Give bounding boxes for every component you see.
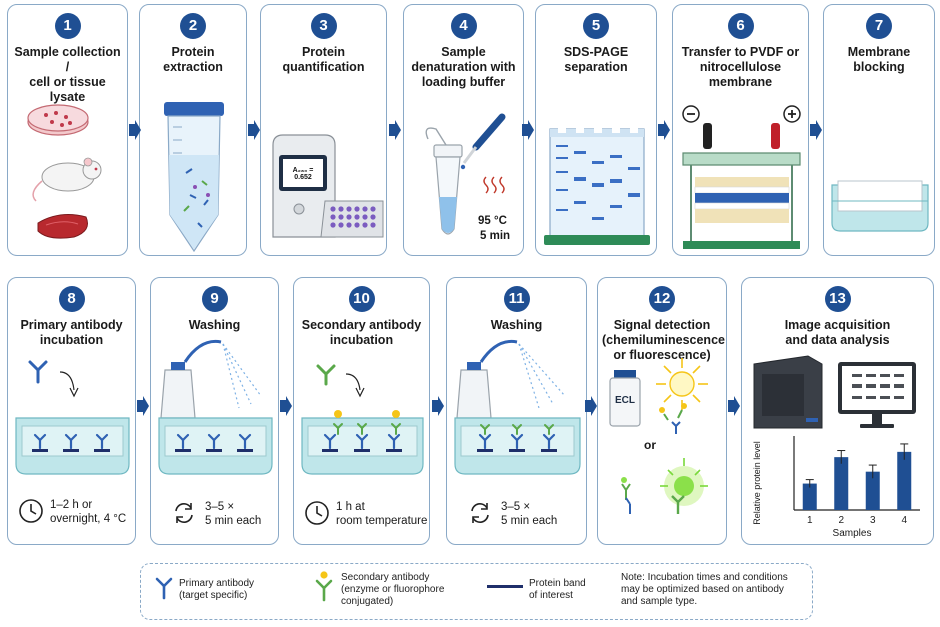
- chart-tick-label-3: 3: [870, 515, 876, 526]
- cycle-icon: [175, 503, 193, 523]
- chart-bar-2: [834, 457, 849, 510]
- chart-x-axis-label: Samples: [832, 528, 872, 539]
- step-number-1: 1: [54, 13, 81, 39]
- step-card-9: 9 Washing 3–5 × 5 min each: [150, 277, 279, 545]
- step-number-13: 13: [824, 286, 851, 312]
- arrow-5-6: [658, 120, 670, 140]
- step-number-12: 12: [649, 286, 675, 312]
- step-title-11: Washing: [490, 318, 543, 332]
- primary-incubation-illustration: [15, 360, 130, 475]
- imager-illustration: [753, 355, 916, 429]
- protein-band-icon: [487, 585, 523, 588]
- chart-bars: 1 2 3 4: [802, 443, 912, 526]
- clock-icon: [19, 499, 43, 523]
- secondary-incubation-illustration: [301, 364, 424, 475]
- chart-tick-label-4: 4: [901, 515, 907, 526]
- primary-antibody-icon: [155, 577, 173, 600]
- clock-icon: [305, 501, 329, 525]
- arrow-11-12: [585, 396, 597, 416]
- spectrophotometer-illustration: [272, 134, 384, 238]
- chart-bar-3: [865, 471, 880, 510]
- step-number-9: 9: [201, 286, 228, 312]
- arrow-4-5: [522, 120, 534, 140]
- chart-y-axis-label: Relative protein level: [752, 441, 762, 525]
- step-number-11: 11: [503, 286, 530, 312]
- washing-time-1: 3–5 × 5 min each: [171, 500, 261, 528]
- arrow-9-10: [280, 396, 292, 416]
- blocking-tray-illustration: [831, 180, 929, 232]
- step-card-11: 11 Washing 3–5 × 5 min each: [446, 277, 587, 545]
- absorbance-readout: A₂₈₀ = 0.652: [292, 167, 314, 181]
- gel-illustration: [544, 127, 650, 245]
- arrow-8-9: [137, 396, 149, 416]
- step-number-2: 2: [180, 13, 206, 39]
- washing-illustration-2: [454, 339, 581, 475]
- legend-secondary-antibody: Secondary antibody(enzyme or fluorophore…: [341, 572, 445, 607]
- step-title-1: Sample collection /cell or tissue lysate: [14, 45, 121, 104]
- arrow-12-13: [728, 396, 740, 416]
- washing-illustration-1: [158, 339, 273, 475]
- step-number-8: 8: [58, 286, 85, 312]
- step-title-9: Washing: [188, 318, 241, 332]
- sample-illustration: [27, 104, 102, 239]
- step-number-5: 5: [583, 13, 609, 39]
- step-card-1: 1 Sample collection /cell or tissue lysa…: [7, 4, 128, 256]
- protein-level-bar-chart: 1 2 3 4: [793, 436, 920, 526]
- chart-tick-label-1: 1: [807, 515, 813, 526]
- primary-incubation-time: 1–2 h or overnight, 4 °C: [18, 498, 126, 526]
- arrow-6-7: [810, 120, 822, 140]
- washing-time-2: 3–5 × 5 min each: [467, 500, 557, 528]
- chart-tick-label-2: 2: [838, 515, 844, 526]
- legend-primary-antibody: Primary antibody(target specific): [179, 578, 255, 601]
- transfer-apparatus-illustration: [682, 105, 801, 249]
- step-number-7: 7: [866, 13, 892, 39]
- secondary-antibody-icon: [315, 571, 333, 602]
- tube-illustration: [164, 102, 224, 253]
- pipette-tube-illustration: [425, 113, 506, 235]
- denaturation-time: 5 min: [480, 230, 511, 242]
- arrow-2-3: [248, 120, 260, 140]
- chart-bar-4: [897, 451, 912, 510]
- arrow-1-2: [129, 120, 141, 140]
- chart-bar-1: [802, 483, 817, 510]
- signal-detection-illustration: [609, 358, 708, 514]
- or-label: or: [644, 438, 656, 452]
- step-number-3: 3: [310, 13, 337, 39]
- step-number-10: 10: [348, 286, 375, 312]
- cycle-icon: [471, 503, 489, 523]
- legend-box: Primary antibody(target specific) Second…: [140, 563, 813, 620]
- arrow-10-11: [432, 396, 444, 416]
- arrow-3-4: [389, 120, 401, 140]
- ecl-bottle-label: ECL: [615, 395, 635, 406]
- secondary-incubation-time: 1 h at room temperature: [304, 500, 427, 528]
- step-number-4: 4: [450, 13, 477, 39]
- step-number-6: 6: [727, 13, 754, 39]
- denaturation-temperature: 95 °C: [478, 215, 507, 227]
